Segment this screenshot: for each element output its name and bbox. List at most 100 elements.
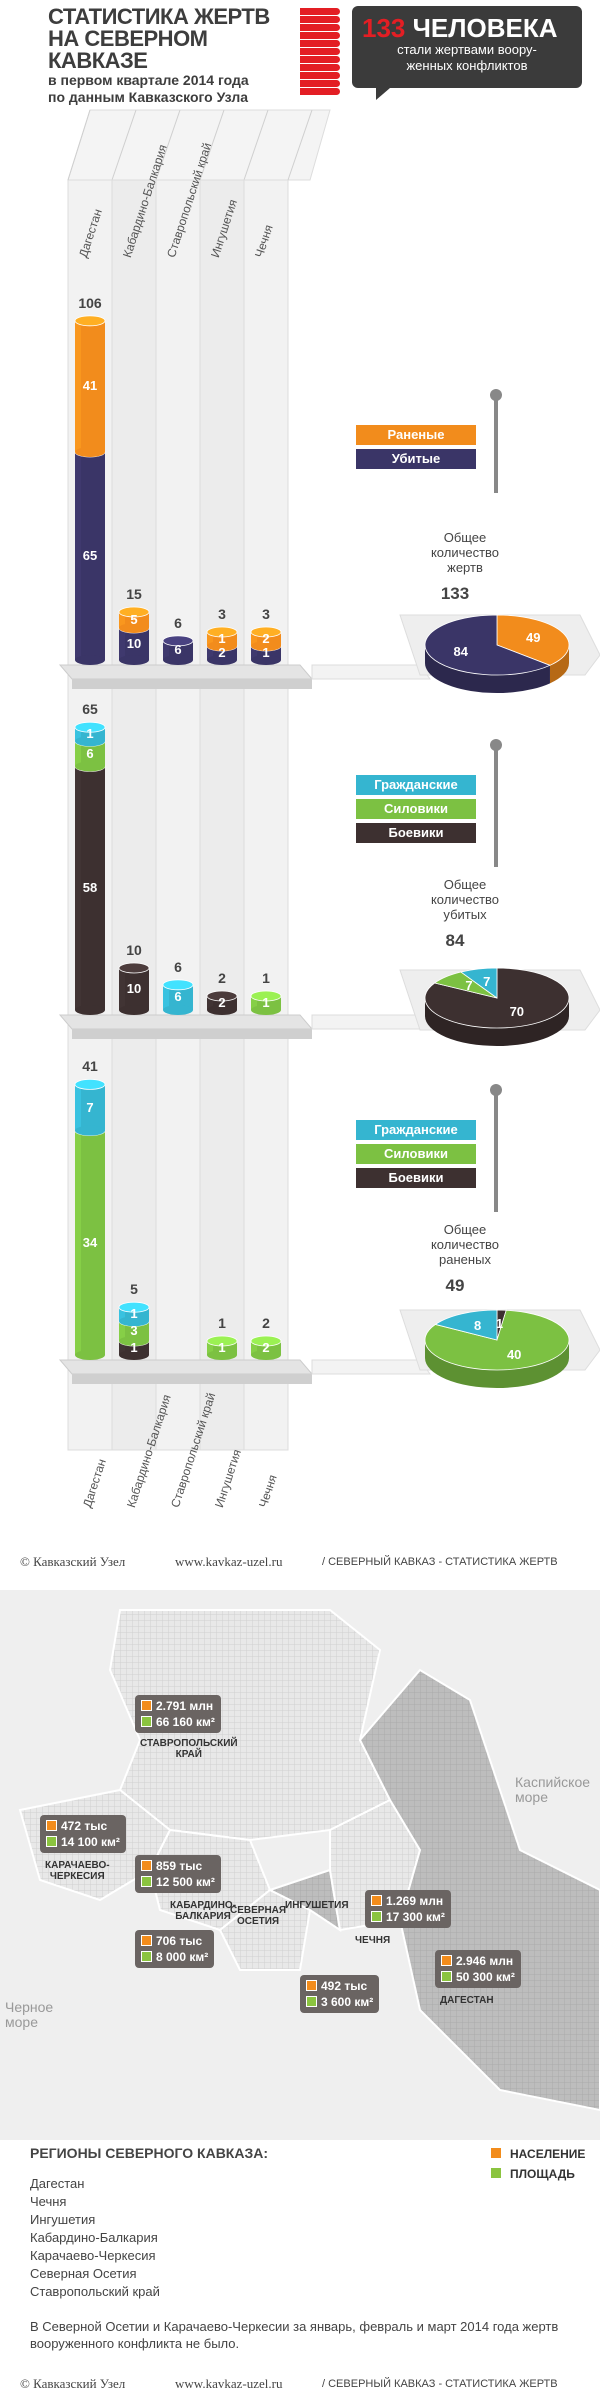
legend-pole-knob: [490, 389, 502, 401]
legend-item-chart3: Силовики: [344, 1144, 476, 1164]
bullet-icon: [300, 40, 340, 47]
pie2-total: 84: [445, 931, 465, 950]
note: В Северной Осетии и Карачаево-Черкесии з…: [30, 2319, 559, 2351]
population-value: 859 тыс: [156, 1859, 203, 1873]
chart-floor: [58, 664, 314, 680]
chart-floor-edge: [72, 1374, 312, 1384]
region-list-item: Северная Осетия: [30, 2266, 137, 2281]
pie-slice: [496, 614, 570, 666]
region-stat-box: 706 тыс 8 000 км²: [135, 1930, 215, 1968]
footer-bottom: © Кавказский Узел www.kavkaz-uzel.ru / С…: [0, 2370, 600, 2400]
region-area: 50 300 км²: [441, 1969, 515, 1985]
bar-total-label: 1: [262, 970, 270, 986]
regions-title: РЕГИОНЫ СЕВЕРНОГО КАВКАЗА:: [30, 2145, 268, 2161]
copyright-bottom: © Кавказский Узел: [20, 2376, 126, 2391]
pie-victims: [424, 614, 570, 693]
charts-svg: [58, 109, 600, 1451]
pie-slice-label: 1: [495, 1315, 504, 1331]
badge-desc-line1: стали жертвами воору-: [397, 42, 537, 57]
bar-value-label: 1: [218, 631, 226, 646]
legend-item-chart2: Боевики: [344, 823, 476, 843]
legend-item-chart3: Гражданские: [344, 1120, 476, 1140]
bar-value-label: 58: [82, 880, 98, 896]
legend-item-chart2: Гражданские: [344, 775, 476, 795]
title-block: СТАТИСТИКА ЖЕРТВ НА СЕВЕРНОМ КАВКАЗЕ в п…: [48, 6, 298, 106]
bar-segment: [162, 635, 194, 665]
bar-value-label: 34: [82, 1234, 98, 1250]
chart-floor-link: [311, 1359, 431, 1375]
bar-value-label: 1: [130, 1306, 138, 1322]
site-link[interactable]: www.kavkaz-uzel.ru: [175, 1554, 283, 1569]
bullet-icon: [300, 80, 340, 87]
grid-column: [243, 179, 289, 1451]
region-list-item: Кабардино-Балкария: [30, 2230, 158, 2245]
area-icon: [141, 1876, 152, 1887]
site-link-bottom[interactable]: www.kavkaz-uzel.ru: [175, 2376, 283, 2391]
population-value: 472 тыс: [61, 1819, 108, 1833]
bar-total-label: 106: [78, 294, 102, 311]
bar-total-label: 6: [174, 614, 182, 631]
region-area: 14 100 км²: [46, 1834, 120, 1850]
area-value: 66 160 км²: [156, 1715, 215, 1729]
bar-segment: [118, 622, 150, 665]
legend-population: НАСЕЛЕНИЕ: [510, 2147, 586, 2161]
sea-label-line: море: [5, 2014, 38, 2030]
bar-segment: [118, 606, 150, 633]
pie-caption-line: Общее: [443, 1222, 487, 1237]
region-name-line: СЕВЕРНАЯ: [230, 1905, 287, 1916]
population-icon: [141, 1860, 152, 1871]
population-icon: [141, 1700, 152, 1711]
bar-value-label: 1: [262, 645, 270, 660]
pie-caption-line: убитых: [443, 907, 487, 922]
map-legend: НАСЕЛЕНИЕ ПЛОЩАДЬ: [490, 2144, 585, 2184]
grid-diagonal: [243, 109, 269, 181]
bullet-icon: [300, 8, 340, 15]
title-line1: СТАТИСТИКА ЖЕРТВ: [48, 4, 270, 29]
region-population: 706 тыс: [141, 1933, 208, 1949]
bar-value-label: 1: [130, 1340, 138, 1355]
section-label: / СЕВЕРНЫЙ КАВКАЗ - СТАТИСТИКА ЖЕРТВ: [322, 1556, 558, 1568]
region-name-line: ОСЕТИЯ: [236, 1916, 280, 1927]
area-value: 12 500 км²: [156, 1875, 215, 1889]
sea-label-line: море: [515, 1789, 548, 1805]
bar-segment: [74, 315, 106, 457]
bar-total-label: 3: [262, 606, 270, 622]
bar-value-label: 6: [86, 745, 94, 761]
bullet-icon: [300, 48, 340, 55]
bullets-icon: [300, 8, 340, 96]
pie-caption-line: Общее: [443, 877, 487, 892]
chart-floor-edge: [72, 1029, 312, 1039]
area-icon: [46, 1836, 57, 1847]
population-icon: [306, 1980, 317, 1991]
region-name-line: КАБАРДИНО-: [170, 1900, 237, 1911]
area-icon: [371, 1911, 382, 1922]
copyright: © Кавказский Узел: [20, 1554, 126, 1569]
area-value: 8 000 км²: [156, 1950, 209, 1964]
bar-segment: [250, 626, 282, 651]
grid-column: [155, 179, 201, 1451]
region-name-line: ИНГУШЕТИЯ: [285, 1900, 349, 1911]
area-icon: [441, 1971, 452, 1982]
grid-diagonal: [287, 109, 313, 181]
pie-slice-label: 7: [465, 978, 473, 994]
bar-segment: [250, 1335, 282, 1360]
population-value: 706 тыс: [156, 1934, 203, 1948]
bar-value-label: 2: [218, 995, 226, 1010]
region-list-item: Ингушетия: [30, 2212, 96, 2227]
grid-diagonal: [199, 109, 225, 181]
bar-segment: [74, 721, 106, 747]
region-list-item: Чечня: [30, 2194, 67, 2209]
bar-total-label: 41: [82, 1058, 98, 1075]
bar-segment: [250, 990, 282, 1015]
pie-side: [424, 645, 550, 693]
bullet-icon: [300, 32, 340, 39]
area-value: 14 100 км²: [61, 1835, 120, 1849]
pie-side: [425, 1340, 569, 1388]
bar-segment: [118, 962, 150, 1015]
